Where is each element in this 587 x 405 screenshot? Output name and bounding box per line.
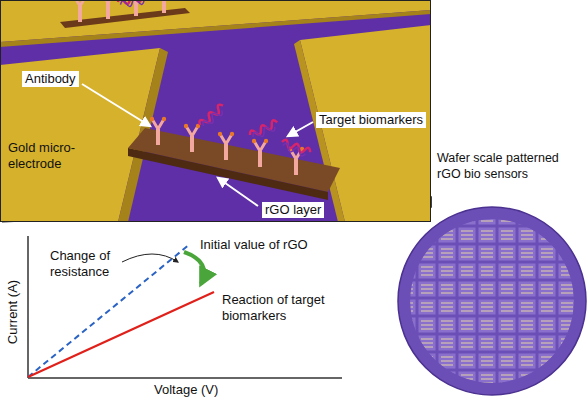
antibody-symbol: [288, 147, 304, 175]
gold-electrode: [0, 48, 160, 222]
antibody-symbol: [150, 117, 166, 145]
leader-arrow: [218, 178, 258, 206]
axis-label: Voltage (V): [154, 382, 218, 398]
part-label: rGO layer: [262, 202, 324, 218]
initial-iv-line: [28, 244, 190, 377]
antibody-symbol: [100, 0, 116, 19]
antibody-symbol: [184, 124, 200, 152]
figure-label: Wafer scale patterned rGO bio sensors: [437, 150, 583, 182]
part-label: Antibody: [22, 71, 79, 87]
sensor-inset: [0, 0, 431, 222]
antibody-symbol: [156, 0, 172, 13]
x-axis: [28, 377, 342, 379]
substrate: [0, 0, 431, 222]
biomarker-helix: [280, 139, 312, 159]
part-label: Target biomarkers: [316, 112, 426, 128]
leader-arrow: [82, 84, 150, 126]
biomarker-helix: [249, 119, 280, 141]
antibody-symbol: [72, 0, 88, 22]
inset-border: [1, 1, 431, 222]
reaction-iv-line: [28, 292, 214, 377]
axis-label: Current (A): [5, 280, 21, 344]
antibody-symbol: [252, 139, 268, 167]
wafer-dies: [410, 219, 574, 383]
antibody-symbol: [218, 132, 234, 160]
annotation-label: Change of resistance: [50, 248, 122, 280]
part-label: Gold micro-electrode: [8, 140, 108, 172]
biomarker-helix: [117, 0, 148, 8]
series-label: Initial value of rGO: [200, 237, 308, 253]
pointer-arrow: [122, 254, 178, 262]
biomarker-helix: [198, 103, 227, 130]
y-axis: [27, 236, 29, 378]
series-label: Reaction of target biomarkers: [222, 292, 344, 324]
change-arrow: [184, 252, 204, 284]
wafer: [398, 207, 586, 395]
leader-arrow: [288, 122, 313, 136]
